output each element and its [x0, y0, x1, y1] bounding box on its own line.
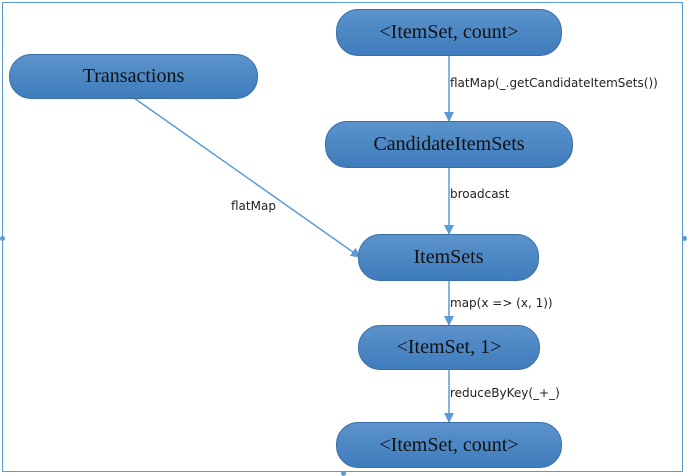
resize-handle-right[interactable]: [682, 236, 687, 241]
resize-handle-left[interactable]: [0, 236, 5, 241]
node-candidate-itemsets[interactable]: CandidateItemSets: [325, 121, 573, 168]
edge-label-flatmap-candidates: flatMap(_.getCandidateItemSets()): [450, 76, 658, 90]
edge-label-flatmap: flatMap: [231, 199, 276, 213]
edge-label-map-pairs: map(x => (x, 1)): [450, 296, 553, 310]
edge-label-broadcast: broadcast: [450, 187, 510, 201]
node-transactions[interactable]: Transactions: [9, 54, 258, 99]
node-itemset-count-bottom[interactable]: <ItemSet, count>: [336, 422, 562, 468]
edge-label-reduce-by-key: reduceByKey(_+_): [450, 386, 560, 400]
node-itemsets[interactable]: ItemSets: [358, 234, 539, 281]
resize-handle-bottom[interactable]: [341, 471, 346, 476]
node-itemset-count-top[interactable]: <ItemSet, count>: [336, 9, 562, 56]
edge-transactions-to-itemsets: [133, 97, 361, 258]
node-itemset-one[interactable]: <ItemSet, 1>: [358, 325, 540, 370]
